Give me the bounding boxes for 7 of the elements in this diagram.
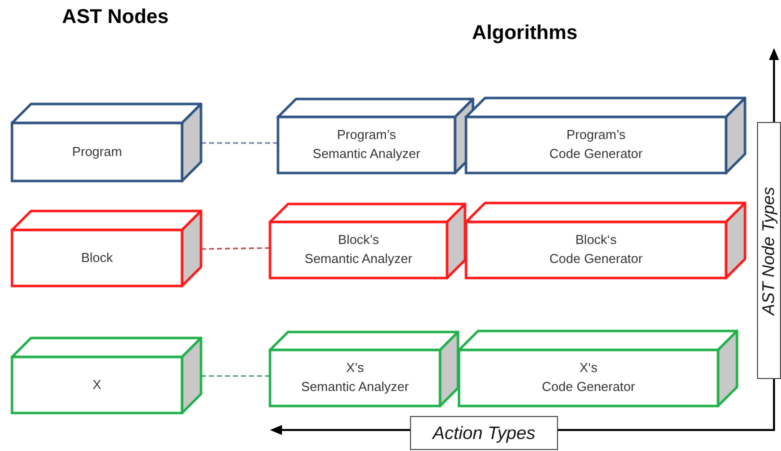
- dashed-connector: [201, 375, 270, 377]
- axis-label: Action Types: [410, 416, 558, 450]
- dashed-connector: [201, 142, 278, 144]
- axis-label: AST Node Types: [757, 122, 781, 379]
- column-heading: AST Nodes: [62, 6, 169, 29]
- dashed-connector: [200, 247, 270, 250]
- column-heading: Algorithms: [472, 22, 578, 45]
